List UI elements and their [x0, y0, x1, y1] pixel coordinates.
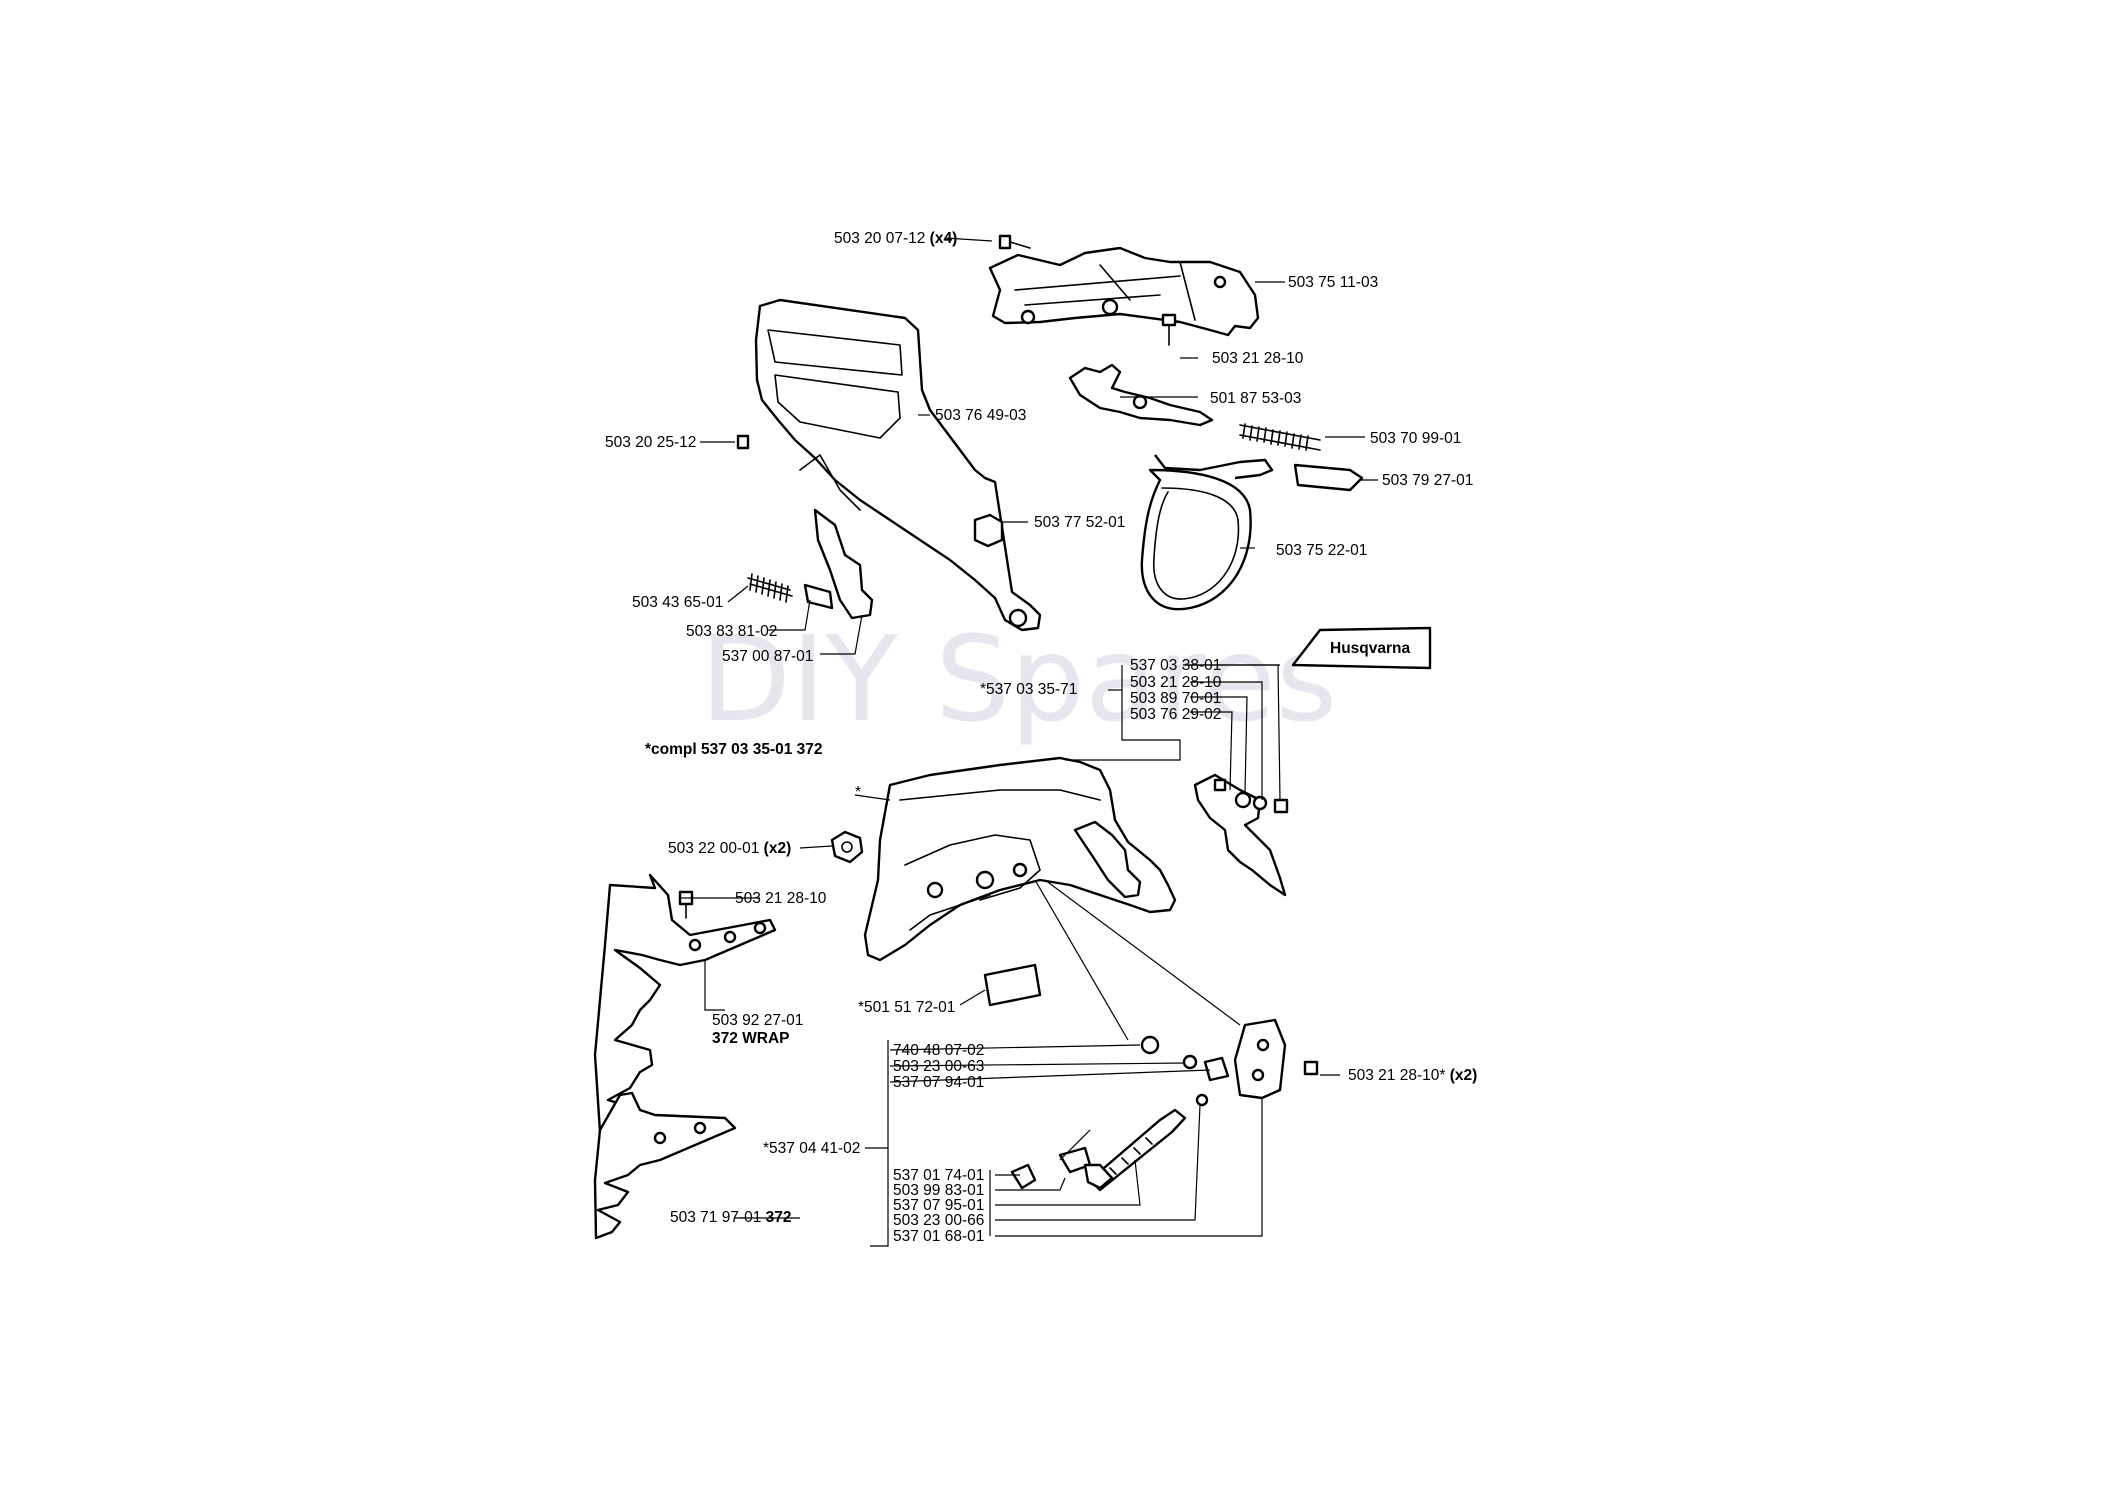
brake-link-part	[1068, 363, 1214, 427]
pin-part	[803, 583, 834, 610]
nut-part	[973, 513, 1004, 548]
leader-lines	[680, 237, 1378, 1247]
label-537079401: 537 07 94-01	[893, 1074, 984, 1091]
label-503212810-mid: 503 21 28-10	[1130, 674, 1222, 691]
brand-logo: Husqvarna	[1330, 640, 1410, 657]
screw-part	[998, 234, 1031, 250]
label-503897001: 503 89 70-01	[1130, 690, 1221, 707]
spring-holder-part	[1293, 463, 1364, 492]
asterisk-note: *	[855, 784, 861, 801]
label-503212810-left: 503 21 28-10	[735, 890, 827, 907]
label-503230063: 503 23 00-63	[893, 1058, 984, 1075]
watermark: DIY Spares	[700, 610, 1337, 748]
label-537008701: 537 00 87-01	[722, 648, 813, 665]
label-503838102: 503 83 81-02	[686, 623, 777, 640]
label-537044102: *537 04 41-02	[763, 1140, 860, 1157]
label-537033571: *537 03 35-71	[980, 681, 1077, 698]
label-503752201: 503 75 22-01	[1276, 542, 1367, 559]
label-503202512: 503 20 25-12	[605, 434, 696, 451]
screw-part	[678, 890, 694, 919]
tensioner-parts	[1010, 1018, 1319, 1192]
label-503751103: 503 75 11-03	[1288, 274, 1378, 291]
label-372-wrap: 372 WRAP	[712, 1030, 790, 1047]
label-503764903: 503 76 49-03	[935, 407, 1026, 424]
screw-part	[1161, 313, 1177, 346]
cover-plug-part	[983, 963, 1042, 1007]
label-501875303: 501 87 53-03	[1210, 390, 1301, 407]
label-501517201: *501 51 72-01	[858, 999, 955, 1016]
brake-lever-part	[813, 508, 874, 620]
label-503775201: 503 77 52-01	[1034, 514, 1125, 531]
label-503762902: 503 76 29-02	[1130, 706, 1221, 723]
screw-part	[736, 434, 750, 450]
label-740480702: 740 48 07-02	[893, 1042, 984, 1059]
label-503220001: 503 22 00-01 (x2)	[668, 840, 791, 857]
label-537079501: 537 07 95-01	[893, 1197, 984, 1214]
small-parts-cluster	[1213, 778, 1289, 814]
compl-note: *compl 537 03 35-01 372	[645, 741, 823, 758]
front-hand-guard-part	[754, 298, 1042, 632]
label-537033801: 537 03 38-01	[1130, 657, 1221, 674]
label-503792701: 503 79 27-01	[1382, 472, 1473, 489]
clutch-cover-part	[863, 756, 1177, 962]
nut-part	[830, 830, 864, 864]
part-labels: 503 20 07-12 (x4) 503 75 11-03 503 21 28…	[605, 230, 1477, 1245]
label-503709901: 503 70 99-01	[1370, 430, 1461, 447]
label-503436501: 503 43 65-01	[632, 594, 723, 611]
husqvarna-decal-part: Husqvarna	[1291, 626, 1432, 670]
brake-spring-part	[1239, 423, 1321, 451]
brake-cover-part	[988, 246, 1260, 337]
label-537016801: 537 01 68-01	[893, 1228, 984, 1245]
label-503922701: 503 92 27-01	[712, 1012, 803, 1029]
spike-bumper-small-part	[593, 1091, 737, 1240]
label-503998301: 503 99 83-01	[893, 1182, 984, 1199]
spring-part	[747, 573, 793, 603]
label-537017401: 537 01 74-01	[893, 1167, 984, 1184]
label-503200712: 503 20 07-12 (x4)	[834, 230, 957, 247]
label-503230066: 503 23 00-66	[893, 1212, 984, 1229]
brake-band-part	[1140, 454, 1274, 611]
label-503212810-top: 503 21 28-10	[1212, 350, 1304, 367]
label-503212810-right: 503 21 28-10* (x2)	[1348, 1067, 1477, 1084]
spike-bumper-large-part	[593, 873, 777, 1134]
label-503719701: 503 71 97-01 372	[670, 1209, 792, 1226]
